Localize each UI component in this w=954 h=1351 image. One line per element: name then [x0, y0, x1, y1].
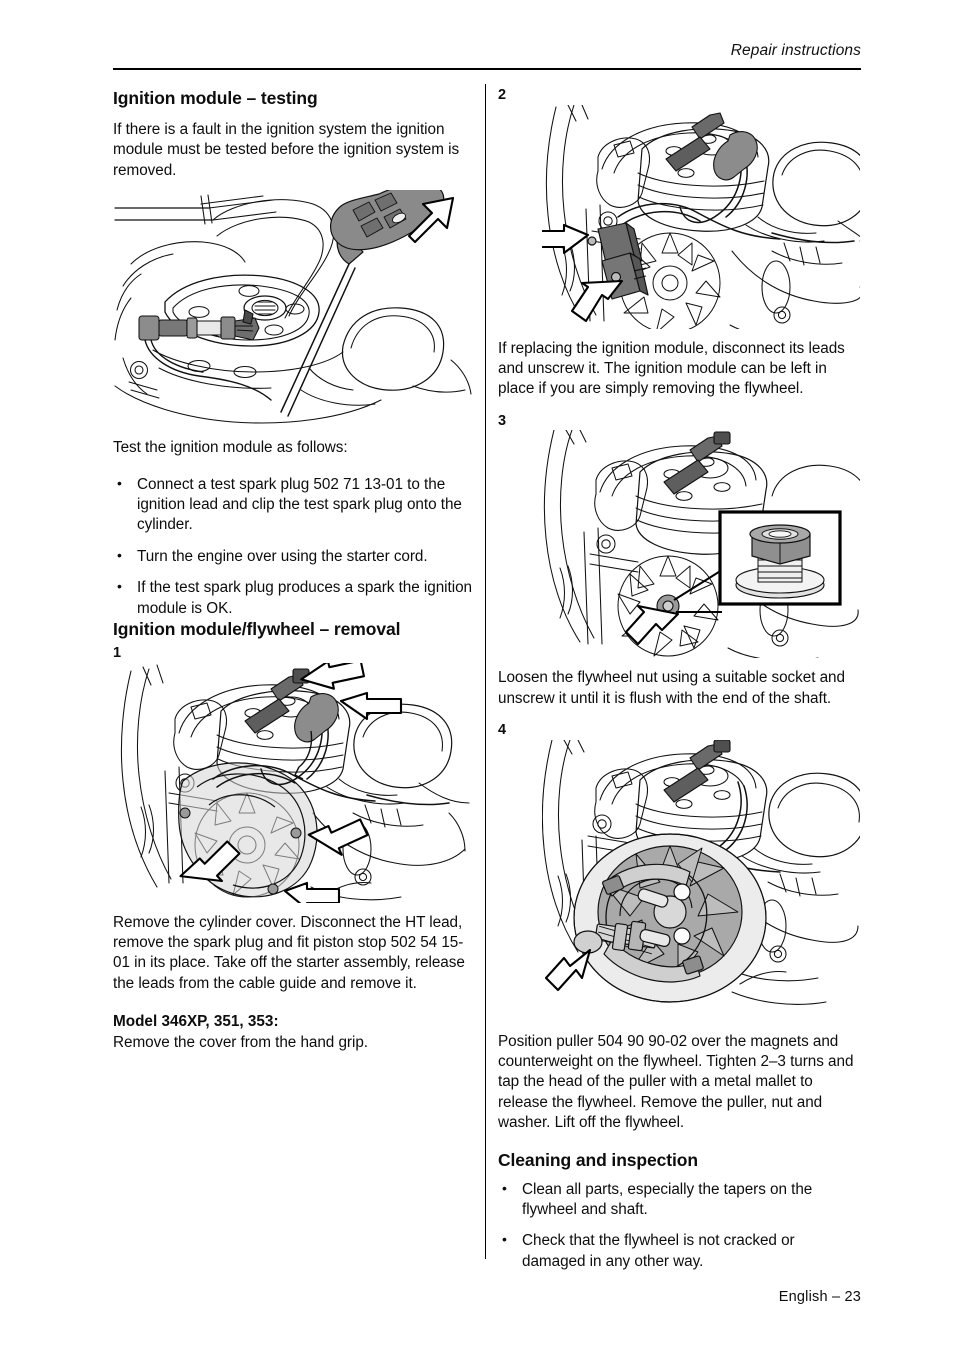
arrow-screw-right	[307, 817, 369, 856]
caption-step-2: If replacing the ignition module, discon…	[498, 339, 845, 398]
step-number-2: 2	[498, 87, 507, 103]
heading-ignition-module-flywheel-removal: Ignition module/flywheel – removal	[113, 619, 401, 640]
figure-step-3	[542, 430, 860, 659]
model-note-title: Model 346XP, 351, 353:	[113, 1013, 279, 1031]
figure-step-1	[113, 662, 473, 903]
header-rule	[113, 68, 861, 70]
detail-callout-nut	[718, 510, 842, 606]
figure-ignition-testing	[113, 190, 473, 428]
illustration-engine-starter-cord	[114, 190, 472, 424]
step-number-4: 4	[498, 722, 507, 739]
arrow-screw-bottom	[283, 881, 341, 903]
caption-step-4: Position puller 504 90 90-02 over the ma…	[498, 1032, 854, 1132]
column-divider	[485, 84, 487, 1259]
spark-plug-cap	[294, 692, 339, 780]
flywheel-puller	[573, 863, 708, 983]
ignition-module	[587, 221, 649, 300]
list-item: Turn the engine over using the starter c…	[113, 546, 473, 567]
illustration-flywheel-nut	[543, 430, 860, 659]
step-number-3: 3	[498, 412, 507, 429]
arrow-puller-head	[544, 948, 592, 991]
figure-step-4	[542, 739, 860, 1022]
left-column: Ignition module – testing If there is a …	[113, 88, 473, 1062]
heading-ignition-module-testing: Ignition module – testing	[113, 88, 318, 108]
header-title: Repair instructions	[730, 42, 861, 59]
heading-cleaning-and-inspection: Cleaning and inspection	[498, 1149, 698, 1170]
right-column: 2	[498, 88, 860, 1272]
arrow-spark-plug-cap	[339, 691, 403, 720]
footer-page-number: English – 23	[778, 1289, 861, 1305]
illustration-flywheel-puller	[542, 739, 860, 1005]
model-note-body: Remove the cover from the hand grip.	[113, 1033, 368, 1051]
illustration-engine-cable-guide	[120, 662, 470, 903]
arrow-module-screw	[570, 279, 624, 322]
page-footer: English – 23	[113, 1288, 861, 1306]
step-number-1: 1	[113, 645, 122, 662]
test-spark-plug	[138, 309, 260, 341]
caption-step-3: Loosen the flywheel nut using a suitable…	[498, 669, 845, 707]
page-header: Repair instructions	[113, 42, 861, 60]
arrow-ht-lead	[300, 662, 366, 690]
list-item: Connect a test spark plug 502 71 13-01 t…	[113, 474, 473, 536]
caption-step-1: Remove the cylinder cover. Disconnect th…	[113, 913, 465, 992]
figure-step-2	[542, 104, 860, 329]
list-item: Clean all parts, especially the tapers o…	[498, 1179, 860, 1221]
arrow-flywheel-nut	[624, 605, 680, 646]
list-cleaning-steps: Clean all parts, especially the tapers o…	[498, 1179, 860, 1273]
illustration-ignition-module-leads	[542, 104, 860, 329]
arrow-module-lead	[542, 223, 590, 254]
list-item: If the test spark plug produces a spark …	[113, 577, 473, 619]
paragraph-ignition-testing-intro: If there is a fault in the ignition syst…	[113, 121, 460, 179]
list-testing-steps: Connect a test spark plug 502 71 13-01 t…	[113, 474, 473, 619]
arrow-cover-left	[179, 839, 241, 882]
paragraph-test-lead-in: Test the ignition module as follows:	[113, 439, 348, 457]
arrow-pull-direction	[407, 197, 455, 244]
list-item: Check that the flywheel is not cracked o…	[498, 1230, 860, 1272]
